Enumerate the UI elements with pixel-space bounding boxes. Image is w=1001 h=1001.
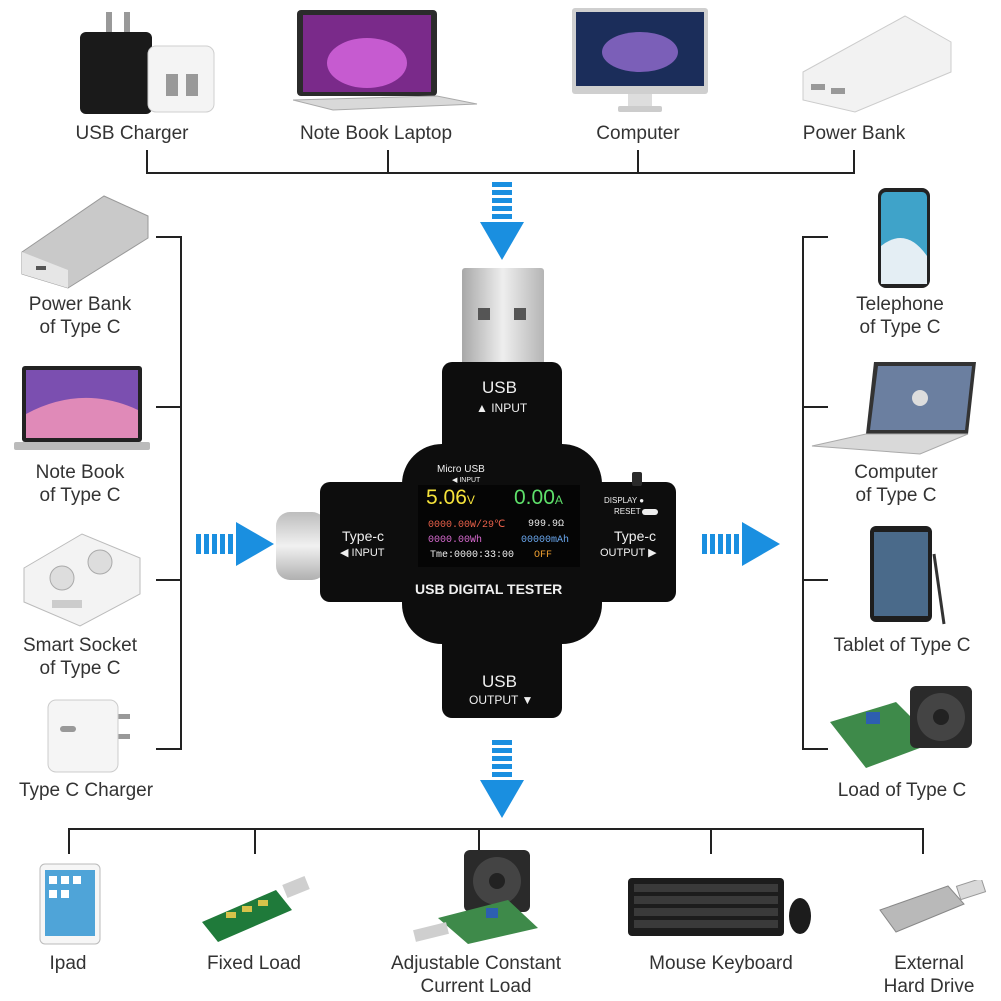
bottom-bracket-line: [68, 828, 924, 830]
right-item-label: Tablet of Type C: [833, 635, 971, 656]
side-button[interactable]: [632, 472, 642, 486]
right-item-label: Telephone: [856, 294, 944, 315]
ipad-image: [38, 862, 102, 946]
right-item-label: of Type C: [859, 317, 941, 338]
right-bracket-line: [802, 236, 804, 750]
bottom-item-label: Current Load: [420, 976, 532, 997]
tablet-image: [868, 524, 948, 626]
display-button-label[interactable]: DISPLAY ●: [604, 496, 645, 505]
smart-socket-image: [22, 528, 142, 628]
right-bracket-tick: [802, 748, 828, 750]
power-bank-image: [795, 12, 955, 117]
right-bracket-tick: [802, 579, 828, 581]
top-port-title: USB: [482, 378, 517, 397]
bottom-bracket-tick: [254, 828, 256, 854]
resistance-reading: 999.9Ω: [528, 519, 565, 530]
right-item-label: Computer: [854, 462, 938, 483]
time-reading: Tme:0000:33:00: [430, 550, 515, 561]
status-reading: OFF: [534, 550, 553, 561]
left-bracket-tick: [156, 406, 182, 408]
computer-image: [570, 6, 710, 116]
energy-reading: 0000.00Wh: [428, 535, 483, 546]
left-item-label: of Type C: [39, 485, 121, 506]
left-port-title: Type-c: [342, 528, 385, 544]
lcd-screen: [418, 485, 580, 567]
left-bracket-tick: [156, 748, 182, 750]
voltage-value: 5.06: [426, 486, 467, 509]
top-port-sub: ▲ INPUT: [476, 401, 528, 415]
right-bracket-tick: [802, 236, 828, 238]
notebook-laptop-image: [292, 8, 478, 118]
left-item-label: Note Book: [35, 462, 125, 483]
usb-a-plug: [462, 268, 544, 366]
top-bracket-tick: [637, 150, 639, 174]
bottom-bracket-tick: [68, 828, 70, 854]
computer-type-c-image: [810, 360, 980, 456]
micro-usb-label: Micro USB: [437, 464, 485, 475]
bottom-port-sub: OUTPUT ▼: [469, 693, 534, 707]
right-bracket-tick: [802, 406, 828, 408]
right-item-label: of Type C: [855, 485, 937, 506]
voltage-unit: V: [466, 493, 475, 507]
telephone-image: [876, 186, 932, 290]
load-type-c-image: [826, 682, 976, 774]
current-value: 0.00: [514, 486, 555, 509]
left-bracket-line: [180, 236, 182, 750]
right-port-sub: OUTPUT ▶: [600, 547, 657, 559]
top-item-label: Power Bank: [802, 123, 906, 144]
capacity-reading: 00000mAh: [521, 535, 570, 546]
power-bank-type-c-image: [18, 190, 150, 290]
notebook-type-c-image: [12, 364, 152, 456]
top-bracket-tick: [387, 150, 389, 174]
left-item-label: Smart Socket: [22, 635, 138, 656]
fixed-load-image: [196, 876, 312, 946]
power-temp-reading: 0000.00W/29℃: [428, 520, 506, 531]
top-item-label: USB Charger: [75, 123, 189, 144]
bottom-bracket-tick: [922, 828, 924, 854]
adjustable-load-image: [408, 848, 558, 946]
left-item-label: of Type C: [39, 317, 121, 338]
bottom-item-label: External: [894, 953, 964, 974]
bottom-item-label: Adjustable Constant: [390, 953, 562, 974]
bottom-item-label: Fixed Load: [206, 953, 301, 974]
left-port-sub: ◀ INPUT: [340, 547, 385, 559]
reset-button[interactable]: [642, 509, 658, 515]
right-port-title: Type-c: [614, 528, 657, 544]
external-hard-drive-image: [878, 877, 988, 940]
current-unit: A: [554, 493, 563, 507]
top-bracket-tick: [853, 150, 855, 174]
arrow-right-left-icon: [194, 522, 276, 571]
left-item-label: Type C Charger: [18, 780, 154, 801]
bottom-item-label: Ipad: [49, 953, 87, 974]
left-item-label: Power Bank: [28, 294, 132, 315]
type-c-charger-image: [44, 696, 134, 776]
voltage-reading: 5.06V: [426, 486, 475, 510]
top-bracket-tick: [146, 150, 148, 174]
bottom-bracket-tick: [710, 828, 712, 854]
current-reading: 0.00A: [514, 486, 563, 510]
arrow-down-bottom-icon: [480, 738, 524, 825]
right-item-label: Load of Type C: [837, 780, 967, 801]
micro-usb-sub: ◀ INPUT: [452, 477, 481, 484]
arrow-down-top-icon: [480, 180, 524, 267]
left-bracket-tick: [156, 579, 182, 581]
bottom-item-label: Hard Drive: [883, 976, 975, 997]
left-bracket-tick: [156, 236, 182, 238]
top-item-label: Computer: [596, 123, 680, 144]
bottom-port-title: USB: [482, 672, 517, 691]
arrow-right-right-icon: [700, 522, 782, 571]
device-name: USB DIGITAL TESTER: [415, 581, 563, 597]
bottom-item-label: Mouse Keyboard: [649, 953, 793, 974]
type-c-plug: [276, 512, 326, 580]
mouse-keyboard-image: [624, 872, 816, 942]
reset-button-label[interactable]: RESET: [614, 507, 641, 516]
left-item-label: of Type C: [39, 658, 121, 679]
top-item-label: Note Book Laptop: [299, 123, 453, 144]
top-bracket-line: [146, 172, 855, 174]
bottom-bracket-tick: [478, 828, 480, 854]
usb-charger-image: [78, 10, 218, 115]
